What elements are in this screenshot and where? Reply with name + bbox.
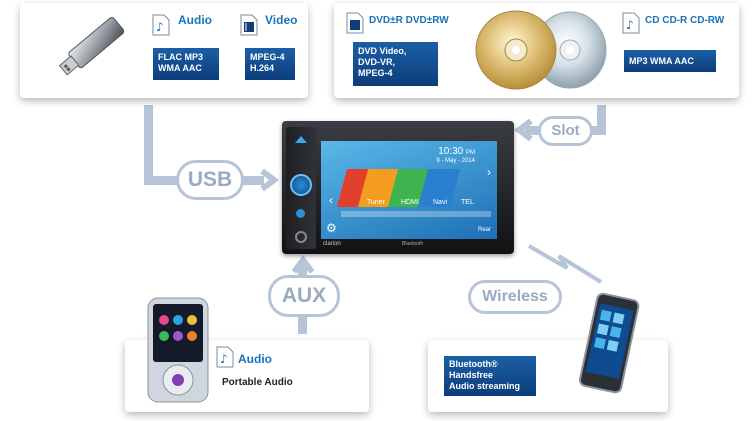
aux-arrow-icon: [291, 255, 315, 274]
prev-page-arrow-icon[interactable]: ‹: [329, 193, 333, 207]
portable-player-image: [147, 297, 209, 403]
usb-video-formats-badge: MPEG-4 H.264: [245, 48, 295, 80]
head-unit-control-strip: [286, 127, 316, 249]
smartphone-image: [579, 292, 640, 394]
head-unit: 10:30 PM 9 - May - 2014 › ‹ Tuner HDMI N…: [282, 121, 514, 254]
tile-hdmi-label: HDMI: [401, 199, 419, 206]
dvd-file-icon: [346, 12, 364, 34]
portable-audio-file-icon: ♪: [216, 346, 234, 368]
slot-arrow-icon: [514, 118, 533, 142]
portable-audio-heading: Audio: [238, 352, 272, 366]
home-button[interactable]: [296, 209, 305, 218]
usb-video-heading: Video: [265, 13, 298, 27]
video-file-icon: [240, 14, 258, 36]
clock-time: 10:30 PM: [438, 146, 475, 157]
portable-audio-subtitle: Portable Audio: [222, 377, 293, 388]
clock-date: 9 - May - 2014: [436, 158, 475, 164]
slot-connector-vertical: [597, 105, 606, 135]
usb-audio-heading: Audio: [178, 13, 212, 27]
cd-heading: CD CD-R CD-RW: [645, 15, 725, 26]
tile-navi-label: Navi: [433, 199, 448, 206]
bluetooth-label: Bluetooth: [402, 241, 424, 247]
svg-text:♪: ♪: [220, 352, 228, 366]
cd-file-icon: ♪: [622, 12, 640, 34]
svg-text:♪: ♪: [156, 20, 164, 34]
screen-bottom-bar: [341, 211, 491, 217]
usb-arrow-icon: [260, 168, 279, 192]
cd-formats-badge: MP3 WMA AAC: [624, 50, 716, 72]
brand-logo: clarion: [323, 241, 341, 247]
tile-tuner-label: Tuner: [367, 199, 386, 206]
slot-connection-label: Slot: [538, 116, 593, 146]
audio-file-icon: ♪: [152, 14, 170, 36]
svg-text:♪: ♪: [626, 18, 634, 32]
next-page-arrow-icon[interactable]: ›: [487, 165, 491, 179]
dvd-heading: DVD±R DVD±RW: [369, 15, 449, 26]
rear-label: Rear: [477, 227, 491, 233]
bluetooth-features-badge: Bluetooth® Handsfree Audio streaming: [444, 356, 536, 396]
eject-button[interactable]: [295, 136, 307, 143]
wireless-signal-icon: [527, 244, 603, 284]
wireless-connection-label: Wireless: [468, 280, 562, 314]
usb-audio-formats-badge: FLAC MP3 WMA AAC: [153, 48, 219, 80]
tile-tel-label: TEL: [461, 199, 474, 206]
usb-connection-label: USB: [176, 160, 244, 200]
usb-stick-image: [58, 17, 125, 76]
settings-gear-icon[interactable]: ⚙: [326, 221, 337, 235]
usb-connector-vertical: [144, 105, 153, 185]
volume-knob[interactable]: [290, 174, 312, 196]
head-unit-screen: 10:30 PM 9 - May - 2014 › ‹ Tuner HDMI N…: [321, 141, 497, 239]
aux-connection-label: AUX: [268, 275, 340, 317]
aux-port[interactable]: [295, 231, 307, 243]
disc-images: [475, 10, 607, 90]
dvd-formats-badge: DVD Video, DVD-VR, MPEG-4: [353, 42, 438, 86]
